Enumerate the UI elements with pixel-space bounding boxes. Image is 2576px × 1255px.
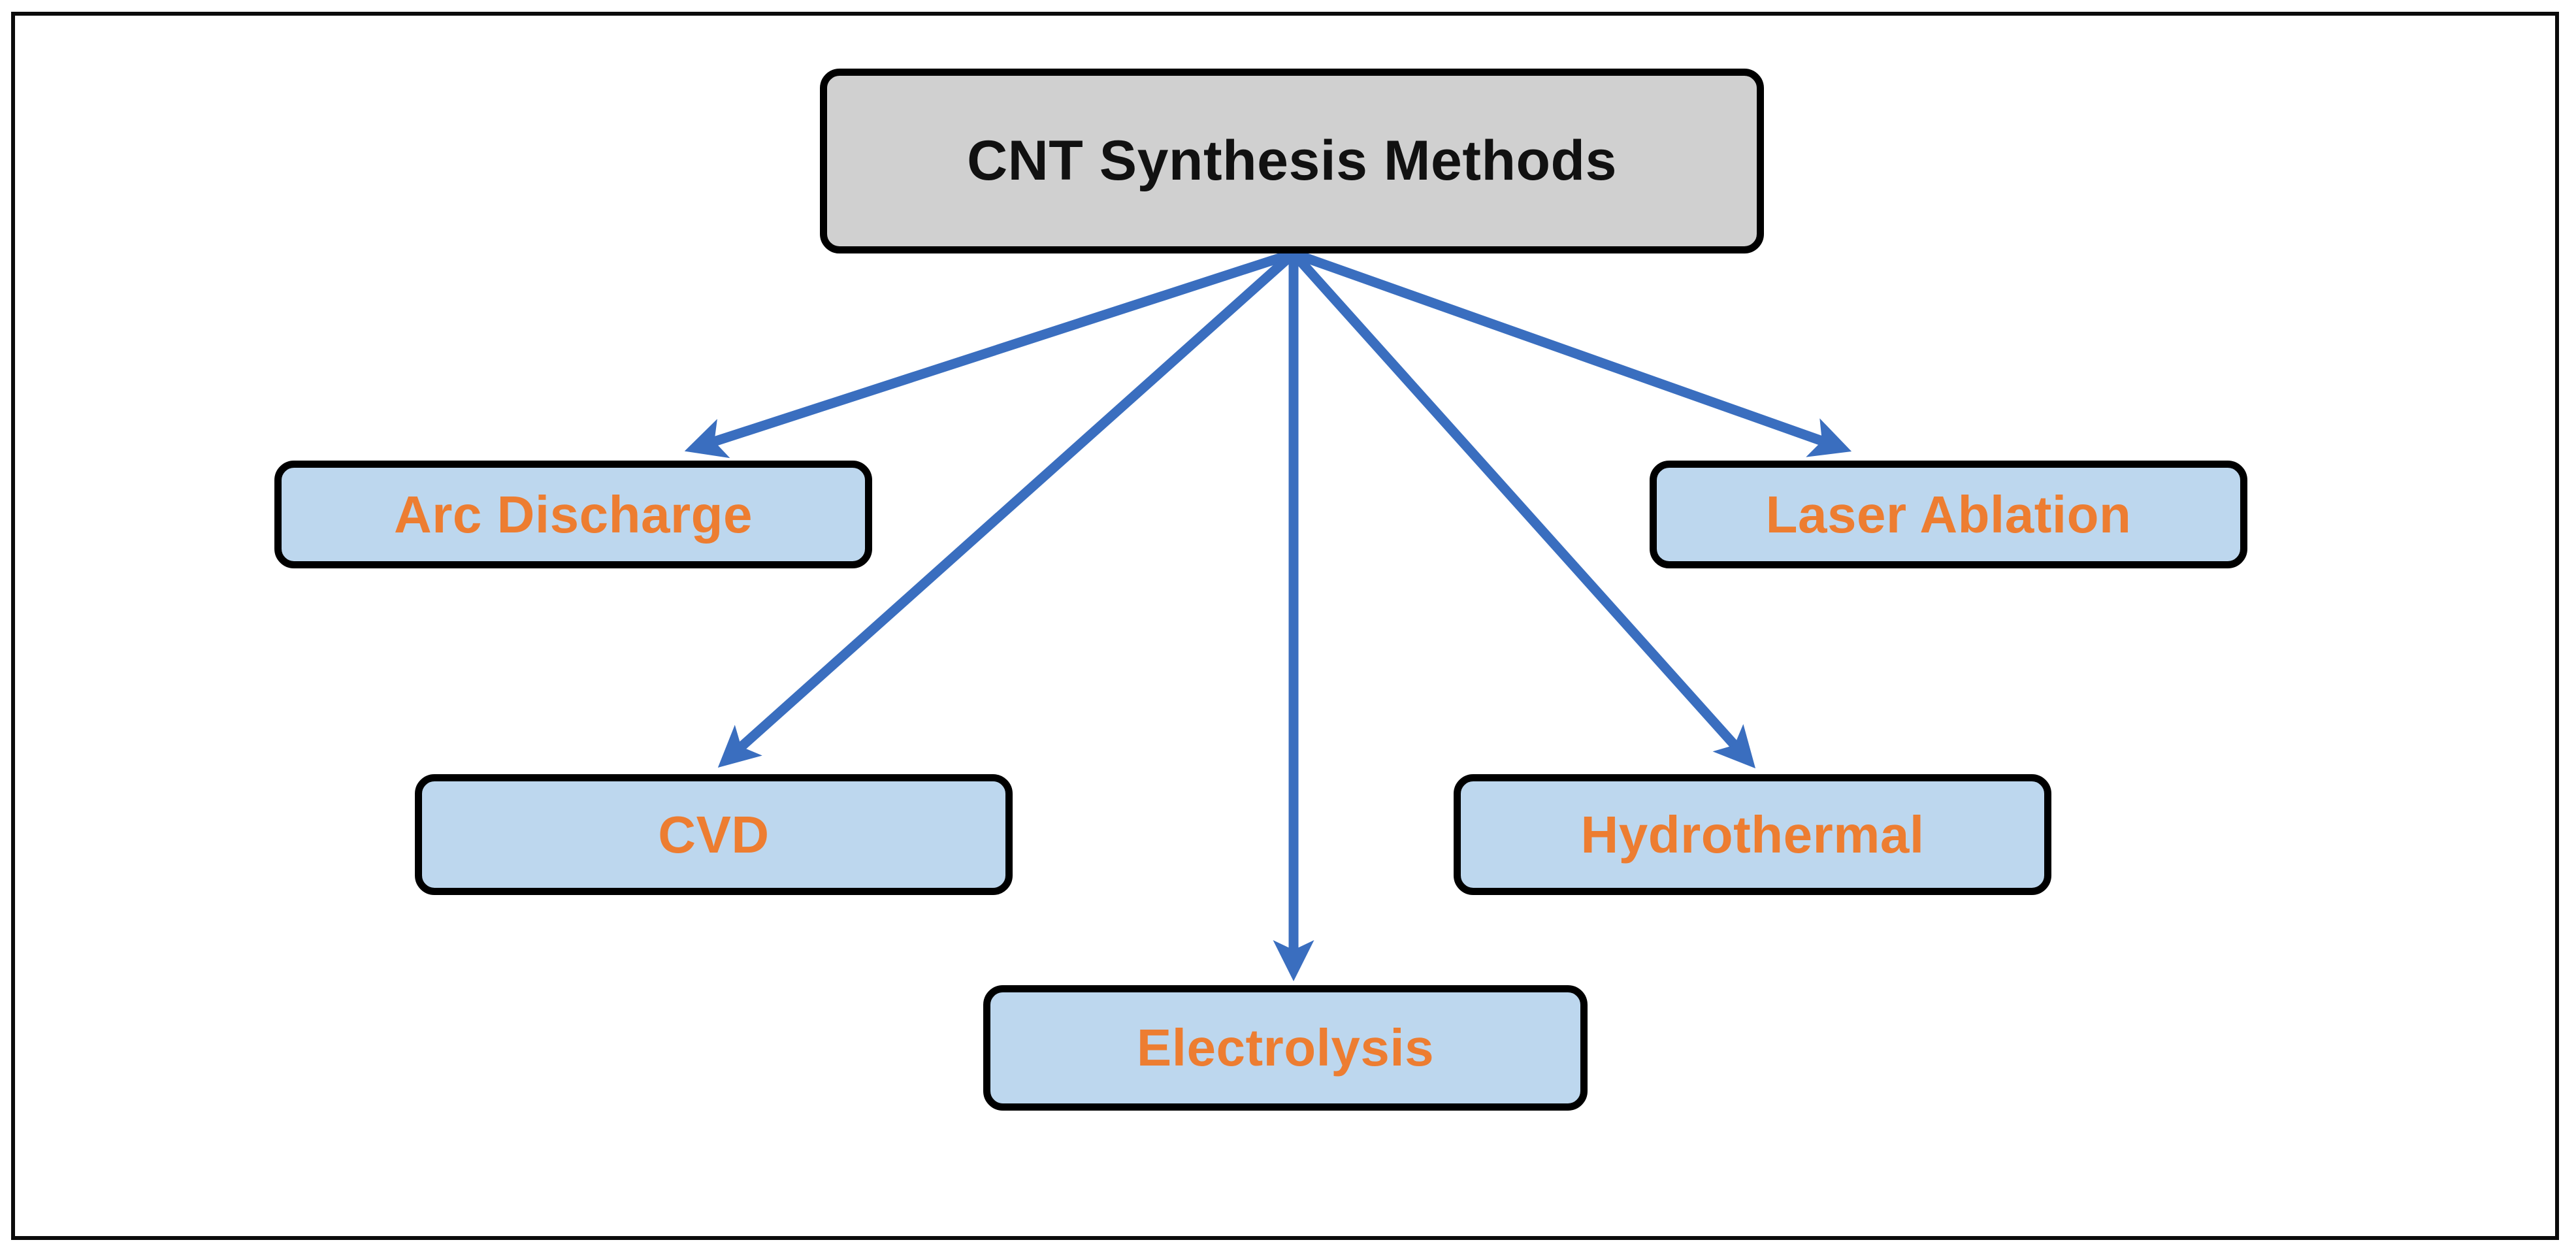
node-laser-ablation-label: Laser Ablation [1765,485,2132,544]
node-electrolysis-label: Electrolysis [1136,1019,1435,1077]
node-arc-discharge[interactable]: Arc Discharge [274,461,872,568]
node-arc-discharge-label: Arc Discharge [394,485,753,544]
node-cvd-label: CVD [658,805,770,864]
node-root-label: CNT Synthesis Methods [967,129,1617,193]
node-hydrothermal-label: Hydrothermal [1580,805,1925,864]
node-electrolysis[interactable]: Electrolysis [983,985,1588,1111]
node-root[interactable]: CNT Synthesis Methods [820,69,1764,253]
node-laser-ablation[interactable]: Laser Ablation [1650,461,2247,568]
node-hydrothermal[interactable]: Hydrothermal [1454,774,2051,895]
node-cvd[interactable]: CVD [415,774,1013,895]
